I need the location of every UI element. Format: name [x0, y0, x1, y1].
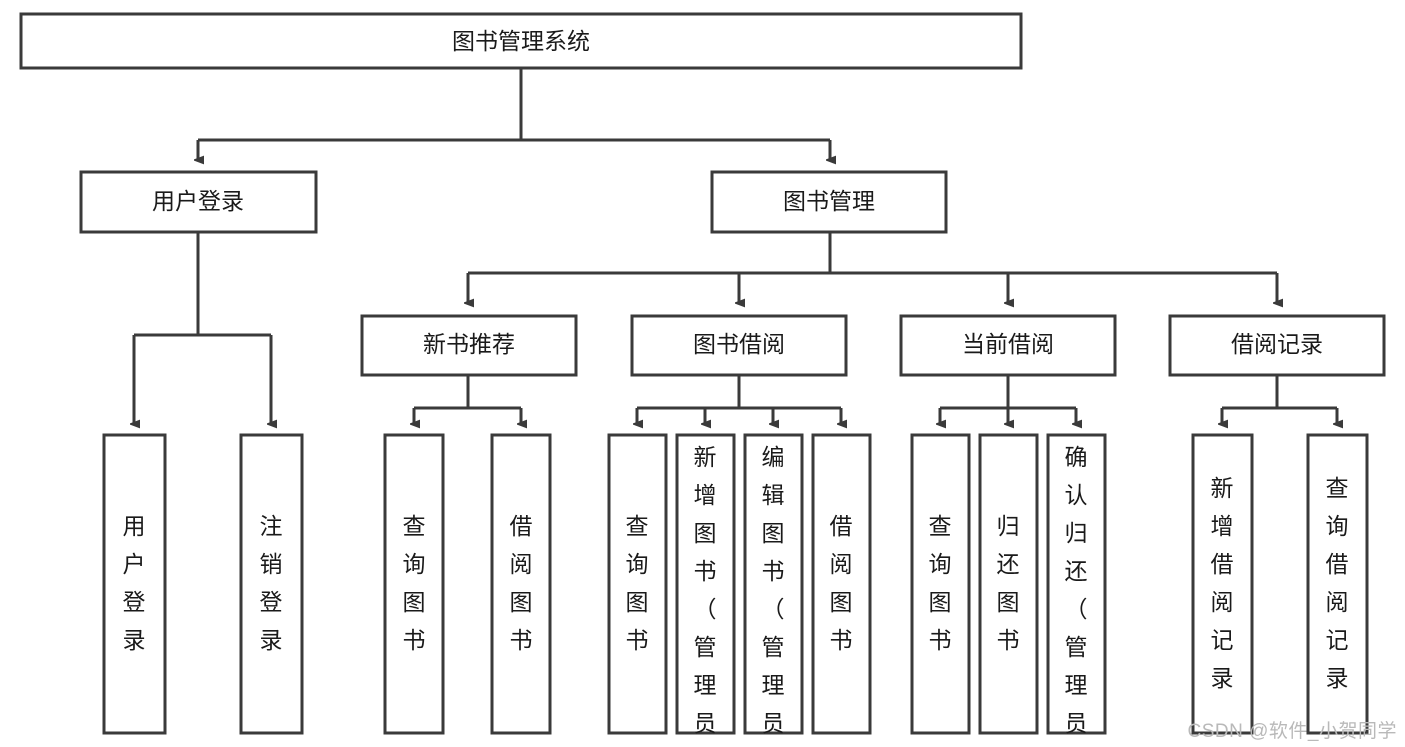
- node-borrow-record[interactable]: 借阅记录: [1168, 314, 1386, 377]
- node-leaf-query-borrow-record[interactable]: 查询借阅记录: [1306, 433, 1369, 735]
- node-leaf-return-book-box[interactable]: [978, 433, 1039, 735]
- node-leaf-query-book-3-label: 查询图书: [929, 513, 952, 653]
- node-current-borrow-box[interactable]: [899, 314, 1117, 377]
- node-leaf-user-login-box[interactable]: [102, 433, 167, 735]
- node-leaf-add-book-admin-label: 新增图书（管理员）: [694, 444, 717, 747]
- node-root[interactable]: 图书管理系统: [19, 12, 1023, 70]
- node-leaf-query-book-2-label: 查询图书: [626, 513, 649, 653]
- node-leaf-borrow-book-2-label: 借阅图书: [830, 513, 853, 653]
- node-leaf-borrow-book-2-box[interactable]: [811, 433, 872, 735]
- node-leaf-edit-book-admin-label: 编辑图书（管理员）: [762, 444, 785, 747]
- node-leaf-edit-book-admin-box[interactable]: [743, 433, 804, 735]
- node-user-login[interactable]: 用户登录: [79, 170, 318, 234]
- watermark-text: CSDN @软件_小贺同学: [1187, 721, 1397, 742]
- node-leaf-borrow-book-1-box[interactable]: [490, 433, 552, 735]
- node-leaf-query-book-1[interactable]: 查询图书: [383, 433, 445, 735]
- node-book-borrow-box[interactable]: [630, 314, 848, 377]
- node-new-book-recommend[interactable]: 新书推荐: [360, 314, 578, 377]
- node-user-login-box[interactable]: [79, 170, 318, 234]
- node-leaf-query-book-1-box[interactable]: [383, 433, 445, 735]
- node-leaf-add-borrow-record-box[interactable]: [1191, 433, 1254, 735]
- node-book-management-box[interactable]: [710, 170, 948, 234]
- node-leaf-logout-login[interactable]: 注销登录: [239, 433, 304, 735]
- node-leaf-user-login-label: 用户登录: [123, 513, 146, 653]
- node-leaf-borrow-book-1[interactable]: 借阅图书: [490, 433, 552, 735]
- node-leaf-logout-login-box[interactable]: [239, 433, 304, 735]
- node-root-label: 图书管理系统: [452, 28, 590, 54]
- node-leaf-borrow-book-2[interactable]: 借阅图书: [811, 433, 872, 735]
- node-leaf-confirm-return-admin-label: 确认归还（管理员）: [1065, 444, 1088, 747]
- node-leaf-add-borrow-record[interactable]: 新增借阅记录: [1191, 433, 1254, 735]
- node-new-book-recommend-label: 新书推荐: [423, 331, 515, 357]
- node-book-management[interactable]: 图书管理: [710, 170, 948, 234]
- node-leaf-query-book-3[interactable]: 查询图书: [910, 433, 971, 735]
- node-book-management-label: 图书管理: [783, 188, 875, 214]
- node-leaf-logout-login-label: 注销登录: [260, 513, 283, 653]
- node-borrow-record-box[interactable]: [1168, 314, 1386, 377]
- node-current-borrow-label: 当前借阅: [962, 331, 1054, 357]
- node-book-borrow-label: 图书借阅: [693, 331, 785, 357]
- connector-layer: [134, 68, 1337, 424]
- node-leaf-add-book-admin-box[interactable]: [675, 433, 736, 735]
- node-leaf-query-borrow-record-label: 查询借阅记录: [1326, 475, 1349, 691]
- node-leaf-borrow-book-1-label: 借阅图书: [510, 513, 533, 653]
- node-leaf-query-book-2-box[interactable]: [607, 433, 668, 735]
- node-leaf-user-login[interactable]: 用户登录: [102, 433, 167, 735]
- node-leaf-edit-book-admin[interactable]: 编辑图书（管理员）: [743, 433, 804, 747]
- node-leaf-query-borrow-record-box[interactable]: [1306, 433, 1369, 735]
- node-leaf-confirm-return-admin[interactable]: 确认归还（管理员）: [1046, 433, 1107, 747]
- node-leaf-query-book-3-box[interactable]: [910, 433, 971, 735]
- node-current-borrow[interactable]: 当前借阅: [899, 314, 1117, 377]
- node-borrow-record-label: 借阅记录: [1231, 331, 1323, 357]
- node-leaf-return-book-label: 归还图书: [997, 513, 1020, 653]
- node-leaf-return-book[interactable]: 归还图书: [978, 433, 1039, 735]
- node-user-login-label: 用户登录: [152, 188, 244, 214]
- node-leaf-add-borrow-record-label: 新增借阅记录: [1211, 475, 1234, 691]
- node-leaf-add-book-admin[interactable]: 新增图书（管理员）: [675, 433, 736, 747]
- node-leaf-query-book-2[interactable]: 查询图书: [607, 433, 668, 735]
- node-book-borrow[interactable]: 图书借阅: [630, 314, 848, 377]
- node-new-book-recommend-box[interactable]: [360, 314, 578, 377]
- node-root-box[interactable]: [19, 12, 1023, 70]
- node-leaf-query-book-1-label: 查询图书: [403, 513, 426, 653]
- node-leaf-confirm-return-admin-box[interactable]: [1046, 433, 1107, 735]
